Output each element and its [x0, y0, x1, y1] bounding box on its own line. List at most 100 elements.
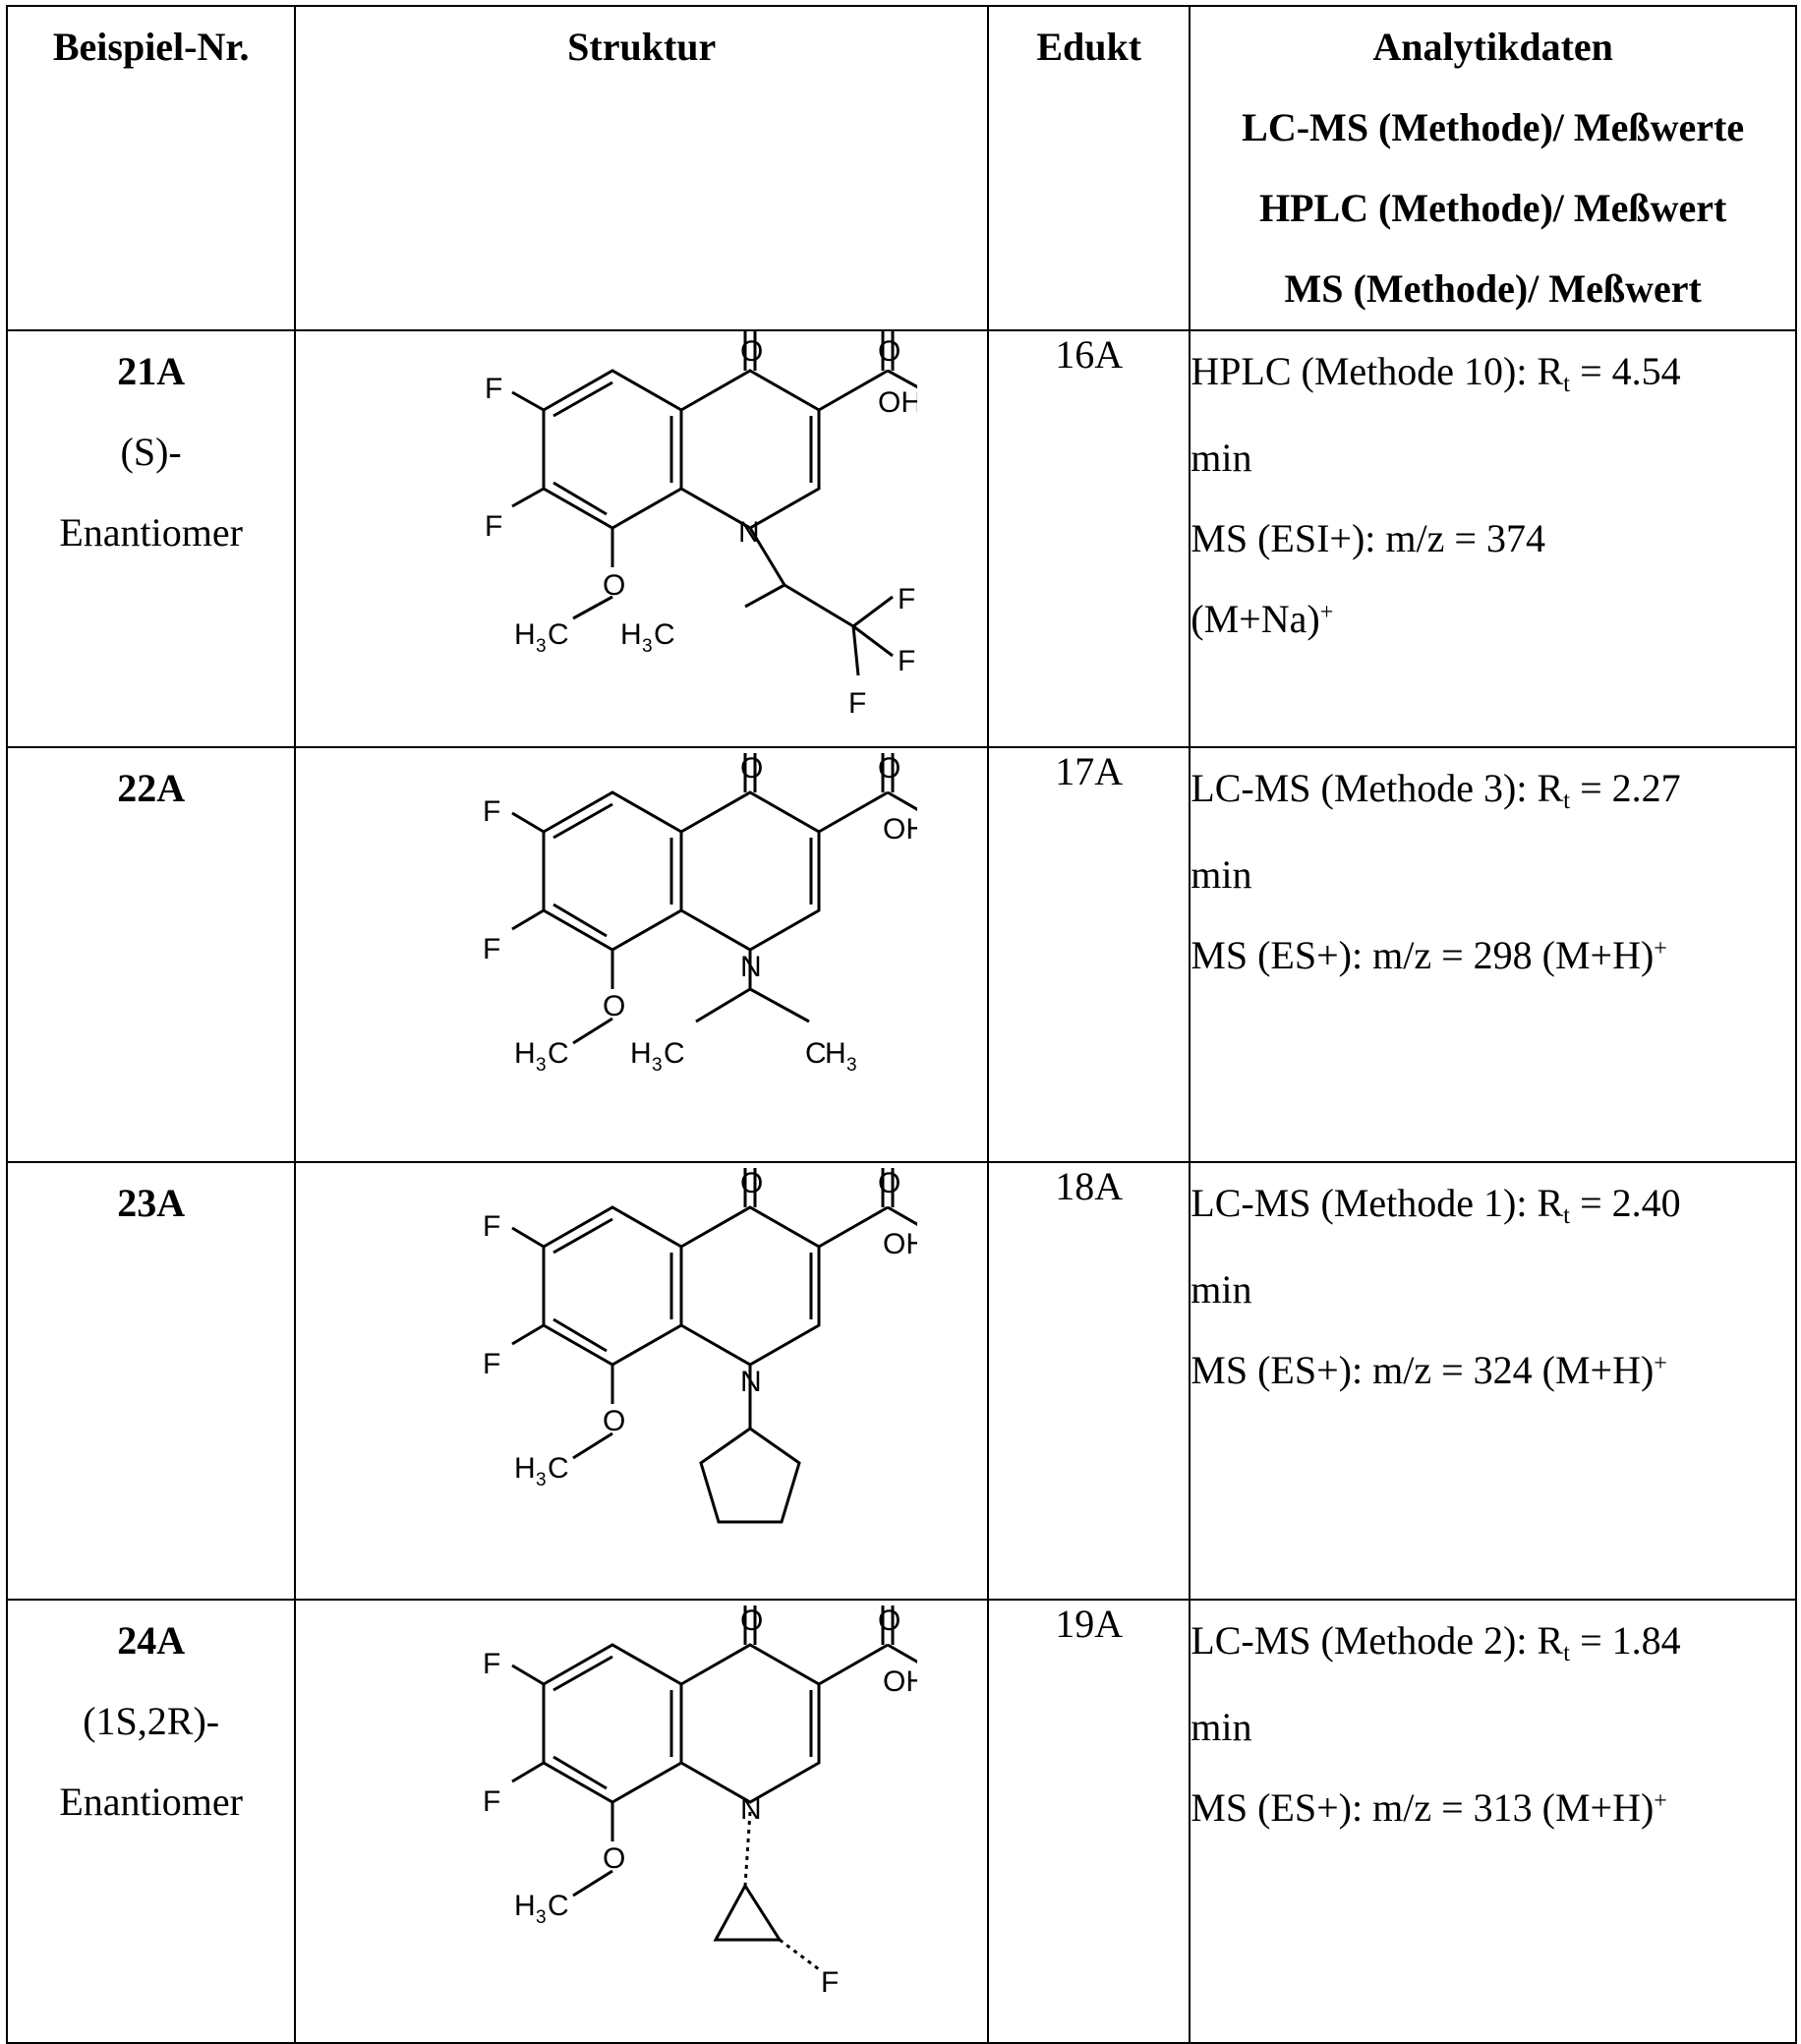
analytics-cell: LC-MS (Methode 2): Rt = 1.84 min MS (ES+…	[1190, 1600, 1796, 2043]
cyclopentyl-ring	[701, 1429, 799, 1522]
atom-o-keto: O	[740, 1167, 763, 1199]
example-id: 21A	[8, 331, 294, 412]
structure-cell: O O OH F F N O H3C H3C CH3	[295, 747, 988, 1162]
svg-text:3: 3	[536, 1470, 547, 1490]
header-number: Beispiel-Nr.	[7, 6, 295, 330]
atom-f-cf3-a: F	[898, 583, 915, 615]
analytics-line: HPLC (Methode 10): Rt = 4.54	[1191, 331, 1795, 418]
atom-n: N	[740, 1793, 762, 1826]
edukt-cell: 17A	[988, 747, 1190, 1162]
table-row: 23A	[7, 1162, 1796, 1600]
atom-f-6: F	[483, 1648, 500, 1680]
atom-oh: OH	[878, 386, 917, 419]
atom-o-keto: O	[740, 335, 763, 368]
example-id: 24A	[8, 1601, 294, 1681]
example-number-cell: 24A (1S,2R)- Enantiomer	[7, 1600, 295, 2043]
atom-oh: OH	[883, 1228, 917, 1260]
atom-f-cyclopropyl: F	[821, 1966, 839, 1999]
atom-f-cf3-c: F	[848, 687, 866, 720]
atom-f-7: F	[485, 510, 502, 543]
svg-text:C: C	[805, 1037, 827, 1070]
atom-n: N	[738, 516, 760, 549]
svg-text:3: 3	[642, 636, 653, 657]
edukt-cell: 19A	[988, 1600, 1190, 2043]
atom-o-keto: O	[740, 1605, 763, 1637]
pyridone-ring	[681, 371, 819, 528]
atom-o-acid: O	[878, 1605, 900, 1637]
svg-text:C: C	[664, 1037, 685, 1070]
svg-text:C: C	[548, 1452, 569, 1485]
atom-o-acid: O	[878, 1167, 900, 1199]
svg-text:H: H	[514, 1890, 536, 1922]
benzene-ring	[544, 371, 681, 528]
example-stereo: (1S,2R)-	[8, 1681, 294, 1762]
atom-f-6: F	[483, 795, 500, 828]
atom-f-7: F	[483, 933, 500, 965]
table-row: 24A (1S,2R)- Enantiomer	[7, 1600, 1796, 2043]
analytics-line: MS (ES+): m/z = 298 (M+H)+	[1191, 915, 1795, 1002]
header-analytics: Analytikdaten LC-MS (Methode)/ Meßwerte …	[1190, 6, 1796, 330]
structure-23a: O O OH F F N O H3C	[367, 1163, 917, 1596]
svg-text:3: 3	[652, 1055, 663, 1076]
analytics-line: MS (ESI+): m/z = 374	[1191, 498, 1795, 579]
ch3-isopropyl: CH3	[805, 1037, 857, 1076]
svg-text:C: C	[654, 618, 675, 651]
edukt-cell: 18A	[988, 1162, 1190, 1600]
svg-text:3: 3	[846, 1055, 857, 1076]
atom-f-cf3-b: F	[898, 645, 915, 677]
analytics-line: min	[1191, 835, 1795, 915]
atom-n: N	[740, 1366, 762, 1398]
analytics-cell: HPLC (Methode 10): Rt = 4.54 min MS (ESI…	[1190, 330, 1796, 747]
analytics-line: LC-MS (Methode 2): Rt = 1.84	[1191, 1601, 1795, 1687]
svg-text:3: 3	[536, 1907, 547, 1928]
header-analytics-lcms: LC-MS (Methode)/ Meßwerte	[1191, 88, 1795, 168]
atom-n: N	[740, 951, 762, 983]
atom-oh: OH	[883, 813, 917, 846]
header-analytics-ms: MS (Methode)/ Meßwert	[1191, 249, 1795, 329]
header-structure: Struktur	[295, 6, 988, 330]
analytics-line: min	[1191, 418, 1795, 498]
svg-text:H: H	[620, 618, 642, 651]
atom-o-acid: O	[878, 335, 900, 368]
h3c-methoxy: H3C	[514, 1890, 569, 1928]
structure-cell: O O OH F F N O H3C F	[295, 1600, 988, 2043]
atom-f-7: F	[483, 1348, 500, 1380]
structure-22a: O O OH F F N O H3C H3C CH3	[367, 748, 917, 1161]
svg-text:3: 3	[536, 1055, 547, 1076]
svg-text:C: C	[548, 1037, 569, 1070]
header-analytics-hplc: HPLC (Methode)/ Meßwert	[1191, 168, 1795, 249]
analytics-line: min	[1191, 1687, 1795, 1768]
h3c-isopropyl: H3C	[630, 1037, 685, 1076]
example-number-cell: 21A (S)- Enantiomer	[7, 330, 295, 747]
svg-text:H: H	[514, 1037, 536, 1070]
example-stereo: (S)-	[8, 412, 294, 493]
analytics-cell: LC-MS (Methode 3): Rt = 2.27 min MS (ES+…	[1190, 747, 1796, 1162]
header-edukt: Edukt	[988, 6, 1190, 330]
structure-21a: O O OH F F N O H3C H3C F F F	[367, 331, 917, 744]
analytics-line: MS (ES+): m/z = 313 (M+H)+	[1191, 1768, 1795, 1854]
cyclopropyl-ring	[716, 1886, 780, 1940]
structure-cell: O O OH F F N O H3C H3C F F F	[295, 330, 988, 747]
atom-f-7: F	[483, 1785, 500, 1818]
example-stereo-label: Enantiomer	[8, 1762, 294, 1842]
svg-text:H: H	[514, 1452, 536, 1485]
analytics-line: (M+Na)+	[1191, 579, 1795, 666]
atom-o-acid: O	[878, 752, 900, 785]
structure-24a: O O OH F F N O H3C F	[367, 1601, 917, 2033]
header-row: Beispiel-Nr. Struktur Edukt Analytikdate…	[7, 6, 1796, 330]
atom-f-6: F	[485, 373, 502, 405]
structure-cell: O O OH F F N O H3C	[295, 1162, 988, 1600]
svg-text:C: C	[548, 1890, 569, 1922]
h3c-methoxy: H3C	[514, 1452, 569, 1490]
svg-text:H: H	[630, 1037, 652, 1070]
atom-o-methoxy: O	[603, 1405, 625, 1437]
atom-oh: OH	[883, 1665, 917, 1698]
header-analytics-title: Analytikdaten	[1191, 7, 1795, 88]
data-table: Beispiel-Nr. Struktur Edukt Analytikdate…	[6, 5, 1797, 2044]
analytics-cell: LC-MS (Methode 1): Rt = 2.40 min MS (ES+…	[1190, 1162, 1796, 1600]
h3c-ethyl: H3C	[620, 618, 675, 657]
atom-o-keto: O	[740, 752, 763, 785]
analytics-line: LC-MS (Methode 1): Rt = 2.40	[1191, 1163, 1795, 1250]
svg-text:3: 3	[536, 636, 547, 657]
edukt-cell: 16A	[988, 330, 1190, 747]
